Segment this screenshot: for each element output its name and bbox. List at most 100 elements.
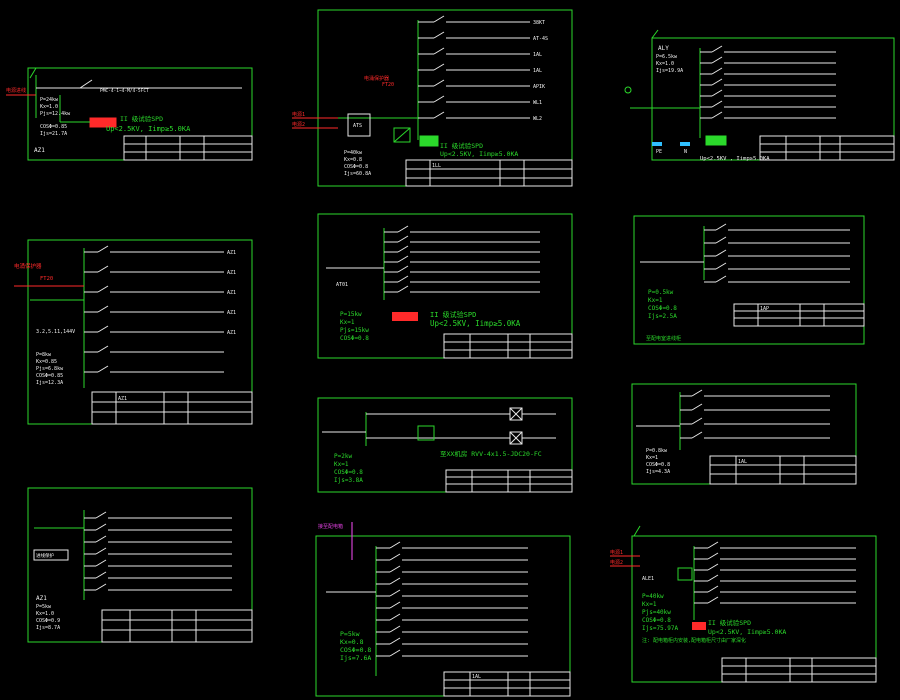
feeder-line	[389, 565, 401, 573]
feeder-line	[389, 541, 401, 549]
svg-text:COSΦ=0.8: COSΦ=0.8	[334, 469, 363, 476]
svg-text:1AP: 1AP	[760, 306, 769, 312]
svg-text:AZ1: AZ1	[118, 396, 127, 402]
feeder-line	[433, 15, 445, 23]
svg-text:接至配电箱: 接至配电箱	[318, 523, 343, 530]
panel-3: ALY P=6.5kw Kx=1.0 Ijs=19.9A PE N Up<2.5…	[624, 29, 895, 162]
svg-text:COSΦ=0.8: COSΦ=0.8	[344, 164, 368, 170]
svg-text:P=5kw: P=5kw	[36, 604, 52, 610]
svg-text:Pjs=6.8kw: Pjs=6.8kw	[36, 366, 64, 372]
feeder-load-label: AZ1	[227, 290, 236, 296]
svg-text:Ijs=7.6A: Ijs=7.6A	[340, 654, 371, 662]
panel-1: 电源进线 II 级试验SPD Up<2.5KV, Iimp≥5.0KA PMC-…	[6, 67, 253, 161]
svg-text:Ijs=4.3A: Ijs=4.3A	[646, 469, 670, 475]
feeder-line	[97, 245, 109, 253]
panel-6: P=0.5kw Kx=1 COSΦ=0.8 Ijs=2.5A 至配电室进线柜 1…	[633, 215, 865, 345]
feeder-line	[95, 535, 107, 543]
svg-text:Kx=0.85: Kx=0.85	[36, 359, 57, 365]
feeder-line	[433, 31, 445, 39]
feeder-line	[691, 417, 703, 425]
svg-text:1AL: 1AL	[738, 459, 747, 465]
feeder-line	[711, 56, 723, 64]
spd-spec: Up<2.5KV, Iimp≥5.0KA	[106, 125, 191, 133]
feeder-line	[97, 305, 109, 313]
feeder-line	[397, 235, 409, 243]
feeder-line	[433, 111, 445, 119]
svg-text:COSΦ=0.8: COSΦ=0.8	[646, 462, 670, 468]
feeder-load-label: AZ1	[227, 270, 236, 276]
svg-text:Kx=1: Kx=1	[334, 461, 349, 468]
svg-text:Ijs=2.5A: Ijs=2.5A	[648, 313, 677, 320]
svg-text:ALE1: ALE1	[642, 576, 654, 582]
feeder-line	[433, 79, 445, 87]
feeder-load-label: AZ1	[227, 250, 236, 256]
svg-text:Kx=1.0: Kx=1.0	[40, 104, 58, 110]
svg-text:电源1: 电源1	[610, 549, 623, 556]
feeder-line	[707, 563, 719, 571]
feeder-line	[691, 431, 703, 439]
svg-text:COSΦ=0.8: COSΦ=0.8	[648, 305, 677, 312]
feeder-line	[715, 275, 727, 283]
feeder-line	[711, 100, 723, 108]
feeder-line	[97, 265, 109, 273]
svg-text:COSΦ=0.9: COSΦ=0.9	[36, 618, 60, 624]
svg-text:P=0.5kw: P=0.5kw	[648, 289, 674, 296]
panel-10: 接至配电箱 P=5kw Kx=0.8 COSΦ=0.8 Ijs=7.6A 1AL	[315, 522, 571, 697]
feeder-load-label: AZ1	[227, 330, 236, 336]
svg-text:Kx=1: Kx=1	[648, 297, 663, 304]
panel-tag: AZ1	[34, 147, 45, 154]
svg-text:P=15kw: P=15kw	[340, 311, 362, 318]
feeder-line	[389, 625, 401, 633]
svg-text:电源进线: 电源进线	[6, 87, 26, 94]
svg-text:电涌保护器: 电涌保护器	[364, 75, 389, 82]
svg-text:FT20: FT20	[382, 82, 394, 88]
feeder-line	[95, 583, 107, 591]
feeder-line	[95, 559, 107, 567]
svg-text:AZ1: AZ1	[36, 595, 47, 602]
panel6-feeders	[704, 223, 850, 283]
feeder-line	[97, 285, 109, 293]
panel-5: AT01 II 级试验SPD Up<2.5KV, Iimp≥5.0KA P=15…	[317, 213, 573, 359]
cable-spec: PMC-4-1~4-M/4-5FCT	[100, 88, 149, 94]
svg-text:进线保护: 进线保护	[36, 552, 54, 559]
feeder-load-label: AT-4S	[533, 36, 548, 42]
svg-text:P=8kw: P=8kw	[36, 352, 52, 358]
feeder-line	[397, 285, 409, 293]
feeder-line	[397, 255, 409, 263]
feeder-line	[389, 637, 401, 645]
feeder-line	[711, 89, 723, 97]
svg-text:COSΦ=0.85: COSΦ=0.85	[40, 124, 67, 130]
feeder-line	[389, 577, 401, 585]
feeder-line	[707, 552, 719, 560]
svg-text:PE: PE	[656, 149, 662, 155]
svg-text:P=24kw: P=24kw	[40, 97, 59, 103]
svg-text:Up<2.5KV , Iimp≥5.0KA: Up<2.5KV , Iimp≥5.0KA	[700, 156, 770, 162]
feeder-load-label: 38KT	[533, 20, 545, 26]
feeder-line	[715, 236, 727, 244]
feeder-line	[389, 601, 401, 609]
feeder-line	[95, 511, 107, 519]
svg-text:COSΦ=0.8: COSΦ=0.8	[642, 617, 671, 624]
svg-text:P=6.5kw: P=6.5kw	[656, 54, 678, 60]
feeder-line	[97, 365, 109, 373]
svg-text:Ijs=8.7A: Ijs=8.7A	[36, 625, 60, 631]
feeder-line	[715, 223, 727, 231]
svg-text:COSΦ=0.8: COSΦ=0.8	[340, 646, 371, 654]
svg-text:P=2kw: P=2kw	[334, 453, 352, 460]
svg-text:AT01: AT01	[336, 282, 348, 288]
panel9-feeders	[680, 389, 830, 439]
svg-text:N: N	[684, 149, 687, 155]
feeder-line	[715, 249, 727, 257]
feeder-line	[711, 45, 723, 53]
feeder-load-label: 1AL	[533, 68, 542, 74]
svg-text:Up<2.5KV, Iimp≥5.0KA: Up<2.5KV, Iimp≥5.0KA	[430, 319, 521, 328]
svg-text:FT20: FT20	[40, 276, 53, 282]
svg-text:II 级试验SPD: II 级试验SPD	[430, 310, 476, 319]
svg-text:3.2,5.11,144V: 3.2,5.11,144V	[36, 329, 75, 335]
svg-text:Kx=1: Kx=1	[340, 319, 355, 326]
svg-text:P=0.8kw: P=0.8kw	[646, 448, 668, 454]
feeder-load-label: AZ1	[227, 310, 236, 316]
